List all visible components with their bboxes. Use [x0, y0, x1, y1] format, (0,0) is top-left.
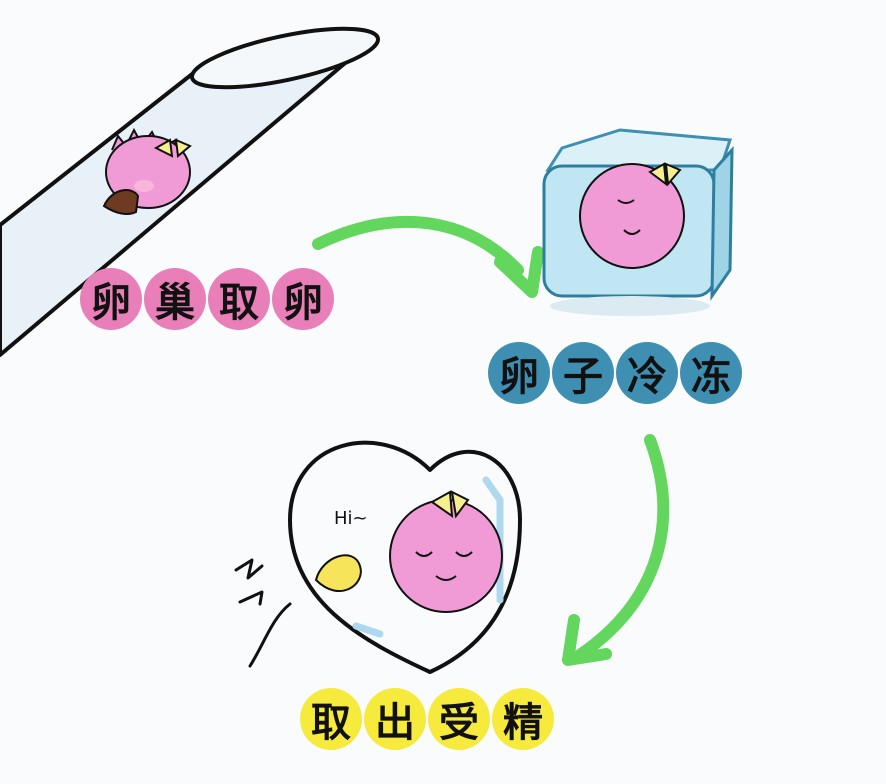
egg-eye-left	[415, 551, 433, 557]
pipette-opening	[189, 26, 381, 90]
step-3-char: 取	[300, 688, 362, 750]
arrow-step1-to-step2	[312, 215, 524, 276]
sperm-motion-lines	[234, 558, 264, 606]
ice-cube-side	[710, 146, 734, 301]
egg-bow-small	[153, 138, 192, 158]
arrow-head-2	[562, 614, 612, 666]
egg-in-pipette	[102, 127, 192, 215]
egg-blush-small	[134, 180, 154, 192]
step-1-char: 卵	[80, 268, 142, 330]
egg-fertilization	[389, 499, 503, 613]
egg-frozen-mouth	[623, 229, 641, 235]
sperm-head	[314, 554, 362, 592]
egg-smile	[435, 575, 457, 581]
step-3-char: 受	[428, 688, 490, 750]
ice-cube-shadow	[550, 296, 710, 316]
step-label-ovary-egg-retrieval: 卵 巢 取 卵	[80, 268, 334, 330]
egg-frozen-eye	[617, 199, 635, 204]
egg-eye-right	[455, 551, 473, 557]
step-3-char: 出	[364, 688, 426, 750]
heart-ice-hint-2	[352, 622, 384, 638]
ice-cube-group	[542, 128, 734, 316]
step-2-char: 冻	[680, 342, 742, 404]
step-1-char: 取	[208, 268, 270, 330]
step-2-char: 卵	[488, 342, 550, 404]
egg-frozen	[579, 163, 685, 269]
egg-frozen-bow	[648, 162, 682, 187]
arrow-step2-to-step3	[574, 434, 670, 661]
step-2-char: 子	[552, 342, 614, 404]
step-1-char: 卵	[272, 268, 334, 330]
egg-bow-large	[430, 490, 470, 519]
sperm-tail	[248, 602, 292, 668]
step-1-char: 巢	[144, 268, 206, 330]
step-3-char: 精	[492, 688, 554, 750]
step-label-thaw-fertilize: 取 出 受 精	[300, 688, 554, 750]
arrow-head-1	[494, 246, 544, 298]
speech-text-hi: Hi~	[334, 508, 368, 529]
heart-group	[234, 440, 522, 674]
egg-hand	[102, 189, 140, 215]
step-label-egg-freezing: 卵 子 冷 冻	[488, 342, 742, 404]
ice-cube-top	[545, 128, 733, 172]
step-2-char: 冷	[616, 342, 678, 404]
